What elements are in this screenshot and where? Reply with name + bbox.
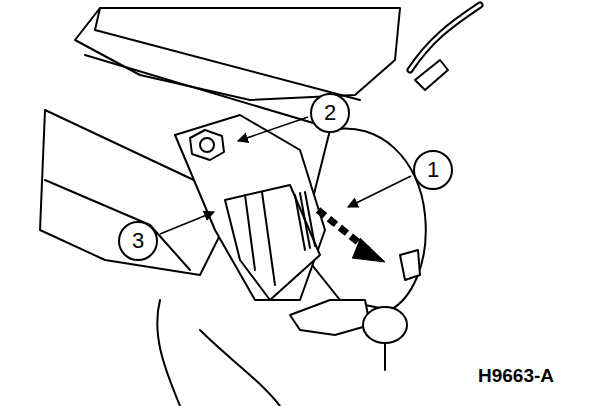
mounting-plate (175, 115, 325, 300)
callout-number: 2 (310, 93, 350, 133)
callout-number: 1 (413, 150, 453, 190)
knob (290, 300, 370, 335)
clip (225, 185, 320, 300)
leader-line (160, 212, 214, 234)
housing (75, 8, 400, 100)
leader-line (238, 117, 308, 141)
callout-number: 3 (118, 221, 158, 261)
bolt (190, 130, 224, 160)
figure-code: H9663-A (478, 365, 554, 387)
leader-line (348, 176, 411, 207)
